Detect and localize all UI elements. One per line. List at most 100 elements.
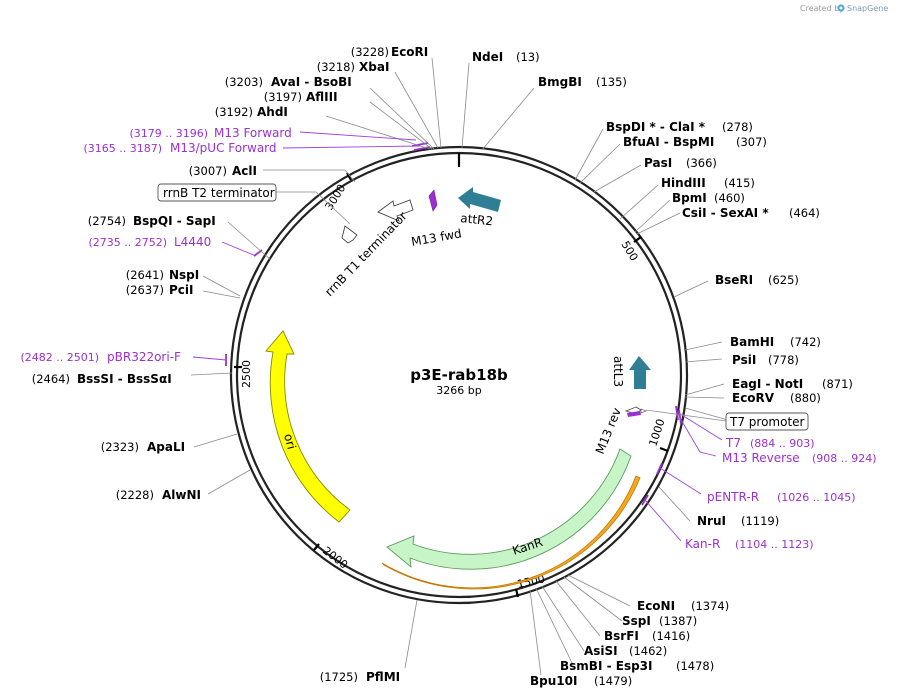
nrui-name[interactable]: NruI [697, 514, 726, 528]
attl3-label: attL3 [611, 356, 625, 387]
pasi-name[interactable]: PasI [644, 156, 672, 170]
t7-promoter-box[interactable]: T7 promoter [645, 409, 809, 431]
m13-reverse-range: (908 .. 924) [812, 452, 877, 465]
aflii-name[interactable]: AflIII [306, 90, 338, 104]
ndei-pos: (13) [516, 50, 540, 64]
pcii-name[interactable]: PciI [169, 283, 194, 297]
pasi-pos: (366) [686, 156, 717, 170]
avai-name[interactable]: AvaI - BsoBI [271, 75, 352, 89]
bmgbi-pos: (135) [596, 75, 627, 89]
tick-3000 [346, 172, 352, 181]
bsmbi-pos: (1478) [676, 659, 714, 673]
pentr-name[interactable]: pENTR-R [707, 490, 759, 504]
bfuai-pos: (307) [736, 135, 767, 149]
bpmi-pos: (460) [714, 191, 745, 205]
snapgene-logo-icon [837, 4, 845, 12]
bfuai-name[interactable]: BfuAI - BspMI [623, 135, 714, 149]
ori-arrow[interactable] [265, 330, 351, 523]
m13-rev-arrow[interactable] [640, 408, 647, 414]
m13-puc-range: (3165 .. 3187) [83, 142, 162, 155]
bsrfi-name[interactable]: BsrFI [604, 629, 639, 643]
tick-label-2500: 2500 [240, 360, 253, 388]
kanr-arrow[interactable] [386, 448, 632, 570]
bspqi-name[interactable]: BspQI - SapI [133, 214, 216, 228]
alwni-name[interactable]: AlwNI [162, 488, 201, 502]
ndei-name[interactable]: NdeI [472, 50, 503, 64]
psii-name[interactable]: PsiI [732, 353, 756, 367]
bamhi-name[interactable]: BamHI [730, 335, 774, 349]
sspi-pos: (1387) [659, 614, 697, 628]
nrui-pos: (1119) [741, 514, 779, 528]
t7-name[interactable]: T7 [725, 436, 741, 450]
rrnb-t2-arrow[interactable] [341, 225, 358, 244]
attl3-arrow[interactable] [629, 356, 651, 389]
bsmbi-name[interactable]: BsmBI - Esp3I [560, 659, 652, 673]
nspi-name[interactable]: NspI [169, 268, 199, 282]
m13-forward-name[interactable]: M13 Forward [214, 126, 292, 140]
eagi-name[interactable]: EagI - NotI [732, 377, 803, 391]
hindiii-name[interactable]: HindIII [661, 176, 706, 190]
rrnb-t1-label: rrnB T1 terminator [322, 209, 410, 299]
t7-promoter-box-label: T7 promoter [729, 415, 805, 429]
bseri-pos: (625) [768, 273, 799, 287]
attr2-arrow[interactable] [458, 187, 501, 212]
brand-text: SnapGene [847, 4, 888, 13]
t7-primer-arrow[interactable] [627, 411, 641, 417]
attr2-label: attR2 [460, 211, 494, 228]
pcii-pos: (2637) [126, 283, 164, 297]
tick-2000 [313, 543, 320, 551]
nspi-pos: (2641) [126, 268, 164, 282]
m13-reverse-mark [678, 409, 682, 425]
t7-mark [675, 405, 679, 421]
hindiii-pos: (415) [724, 176, 755, 190]
xbai-name[interactable]: XbaI [359, 60, 389, 74]
csii-name[interactable]: CsiI - SexAI * [682, 206, 769, 220]
pflmi-pos: (1725) [320, 670, 358, 684]
plasmid-size: 3266 bp [436, 384, 481, 397]
t7-range: (884 .. 903) [750, 437, 815, 450]
m13-fwd-arrow[interactable] [428, 189, 438, 212]
acli-name[interactable]: AclI [232, 164, 257, 178]
m13-fwd-label: M13 fwd [410, 226, 463, 249]
psii-pos: (778) [768, 353, 799, 367]
tick-1500 [514, 588, 520, 598]
m13-reverse-name[interactable]: M13 Reverse [722, 451, 800, 465]
tick-label-1000: 1000 [646, 417, 667, 448]
kan-r-primer-name[interactable]: Kan-R [685, 537, 720, 551]
rrnb-t1-arrow[interactable] [377, 199, 414, 222]
bsssi-name[interactable]: BssSI - BssSαI [77, 372, 172, 386]
sspi-name[interactable]: SspI [622, 614, 651, 628]
apali-name[interactable]: ApaLI [147, 440, 185, 454]
m13-puc-name[interactable]: M13/pUC Forward [170, 141, 277, 155]
bamhi-pos: (742) [790, 335, 821, 349]
kan-r-primer-range: (1104 .. 1123) [735, 538, 814, 551]
enzyme-labels-left: (3228) EcoRI (3218) XbaI (3203) AvaI - B… [32, 45, 429, 684]
tick-500 [633, 236, 642, 243]
rrnb-t2-box[interactable]: rrnB T2 terminator [157, 183, 351, 225]
bseri-name[interactable]: BseRI [715, 273, 753, 287]
credit-text: Created by [800, 4, 844, 13]
ecorv-name[interactable]: EcoRV [732, 391, 775, 405]
pbr322-name[interactable]: pBR322ori-F [107, 350, 181, 364]
ahdi-pos: (3192) [215, 105, 253, 119]
kanr-orf-arrow[interactable] [381, 475, 641, 590]
eagi-pos: (871) [822, 377, 853, 391]
bmgbi-name[interactable]: BmgBI [538, 75, 582, 89]
ori-label: ori [281, 432, 299, 451]
ecori-name[interactable]: EcoRI [391, 45, 428, 59]
l4440-name[interactable]: L4440 [174, 235, 211, 249]
econi-name[interactable]: EcoNI [637, 599, 675, 613]
pentr-mark [656, 462, 663, 475]
bspdi-name[interactable]: BspDI * - ClaI * [606, 120, 706, 134]
pflmi-name[interactable]: PflMI [366, 670, 400, 684]
bspdi-pos: (278) [722, 120, 753, 134]
bpmi-name[interactable]: BpmI [672, 191, 707, 205]
bpu10i-name[interactable]: Bpu10I [530, 674, 577, 688]
alwni-pos: (2228) [116, 488, 154, 502]
ahdi-name[interactable]: AhdI [257, 105, 288, 119]
plasmid-name: p3E-rab18b [410, 366, 508, 384]
asisi-name[interactable]: AsiSI [584, 644, 618, 658]
bsssi-pos: (2464) [32, 372, 70, 386]
